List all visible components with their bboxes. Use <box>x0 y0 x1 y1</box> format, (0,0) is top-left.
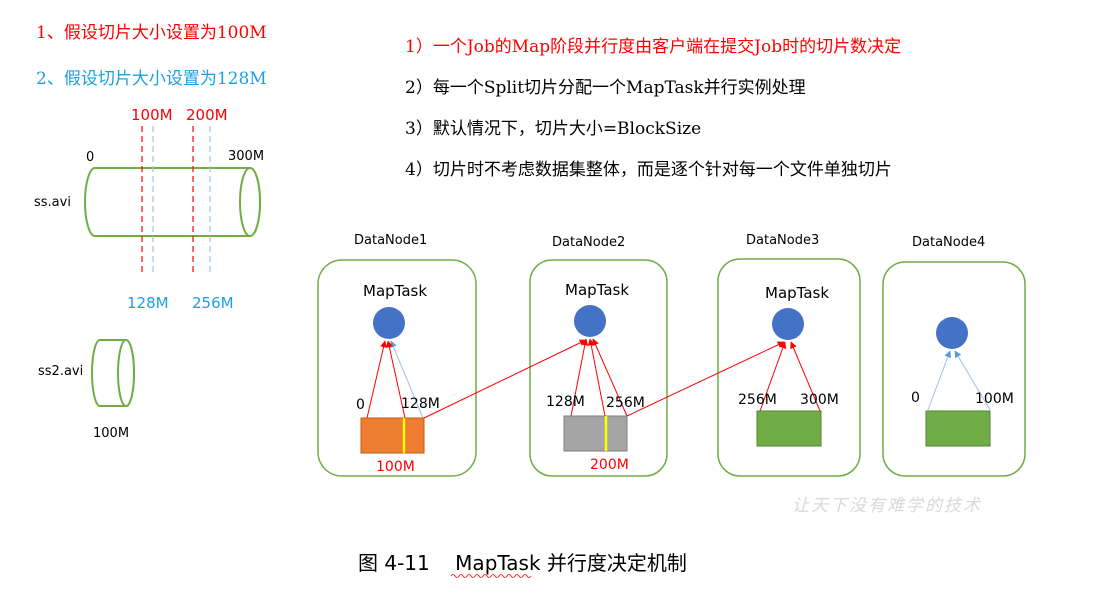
file2-size-label: 100M <box>93 426 129 441</box>
datanode-4-right-label: 100M <box>975 391 1014 407</box>
rule-2: 2）每一个Split切片分配一个MapTask并行实例处理 <box>405 78 806 98</box>
arrow <box>366 340 387 419</box>
label-128m-bottom: 128M <box>127 294 169 312</box>
datanode-3-name: DataNode3 <box>746 233 819 248</box>
datanode-1-left-label: 0 <box>356 397 365 413</box>
rule-4: 4）切片时不考虑数据集整体，而是逐个针对每一个文件单独切片 <box>405 160 892 180</box>
arrow <box>927 350 952 411</box>
datanode-1: DataNode1 MapTask 0 128M 100M <box>317 233 477 477</box>
datanode-1-right-label: 128M <box>401 396 440 412</box>
datanode-3-task: MapTask <box>765 284 829 302</box>
file2-name: ss2.avi <box>38 364 83 379</box>
datanode-2-maptask-circle <box>574 305 606 337</box>
label-200m-top: 200M <box>186 106 228 124</box>
datanode-1-task: MapTask <box>363 282 427 300</box>
block-green <box>925 410 991 447</box>
block-gray <box>563 415 628 452</box>
arrow-dn2-to-dn3 <box>626 341 785 417</box>
datanode-2-bottom-label: 200M <box>590 457 629 473</box>
setting-128m: 2、假设切片大小设置为128M <box>36 69 267 89</box>
block-orange <box>360 417 425 454</box>
block-green <box>756 410 822 447</box>
datanode-1-bottom-label: 100M <box>376 459 415 475</box>
file-ss2-avi: ss2.avi 100M <box>38 339 135 441</box>
file1-start-label: 0 <box>86 150 94 165</box>
file1-name: ss.avi <box>34 195 71 210</box>
arrow <box>592 338 628 417</box>
label-100m-top: 100M <box>131 106 173 124</box>
file1-end-label: 300M <box>228 149 264 164</box>
arrow-dn1-to-dn2 <box>423 339 587 419</box>
datanode-4-name: DataNode4 <box>912 235 985 250</box>
datanode-1-box <box>317 259 477 477</box>
datanode-2-name: DataNode2 <box>552 235 625 250</box>
arrow <box>587 338 606 417</box>
datanode-3: DataNode3 MapTask 256M 300M <box>717 233 861 477</box>
datanode-4: DataNode4 0 100M <box>882 235 1026 477</box>
arrow <box>390 340 424 419</box>
cylinder-end-cap <box>117 339 135 407</box>
cylinder-body <box>84 167 261 237</box>
datanode-2-task: MapTask <box>565 281 629 299</box>
watermark: 让天下没有难学的技术 <box>792 496 982 516</box>
cylinder-end-cap <box>239 167 261 237</box>
datanode-4-left-label: 0 <box>911 390 920 406</box>
datanode-3-right-label: 300M <box>800 392 839 408</box>
rule-3: 3）默认情况下，切片大小=BlockSize <box>405 119 701 139</box>
arrow <box>759 341 787 412</box>
datanode-1-maptask-circle <box>373 307 405 339</box>
setting-100m: 1、假设切片大小设置为100M <box>36 23 267 43</box>
arrow <box>954 350 991 411</box>
datanode-1-name: DataNode1 <box>354 233 427 248</box>
datanode-2: DataNode2 MapTask 128M 256M 200M <box>529 235 668 477</box>
datanode-2-right-label: 256M <box>606 395 645 411</box>
caption-spellcheck-underline <box>450 574 532 578</box>
datanode-4-maptask-circle <box>936 317 968 349</box>
datanode-3-maptask-circle <box>772 308 804 340</box>
arrow <box>570 338 589 417</box>
figure-caption: 图 4-11 MapTask 并行度决定机制 <box>358 551 687 575</box>
file-ss-avi: ss.avi 0 300M 100M 200M 128M 256M <box>34 106 264 312</box>
rule-1: 1）一个Job的Map阶段并行度由客户端在提交Job时的切片数决定 <box>405 37 901 57</box>
datanode-3-box <box>717 258 861 477</box>
label-256m-bottom: 256M <box>192 294 234 312</box>
arrow <box>790 341 821 412</box>
arrow <box>385 340 406 419</box>
datanode-2-left-label: 128M <box>546 394 585 410</box>
datanode-3-left-label: 256M <box>738 392 777 408</box>
